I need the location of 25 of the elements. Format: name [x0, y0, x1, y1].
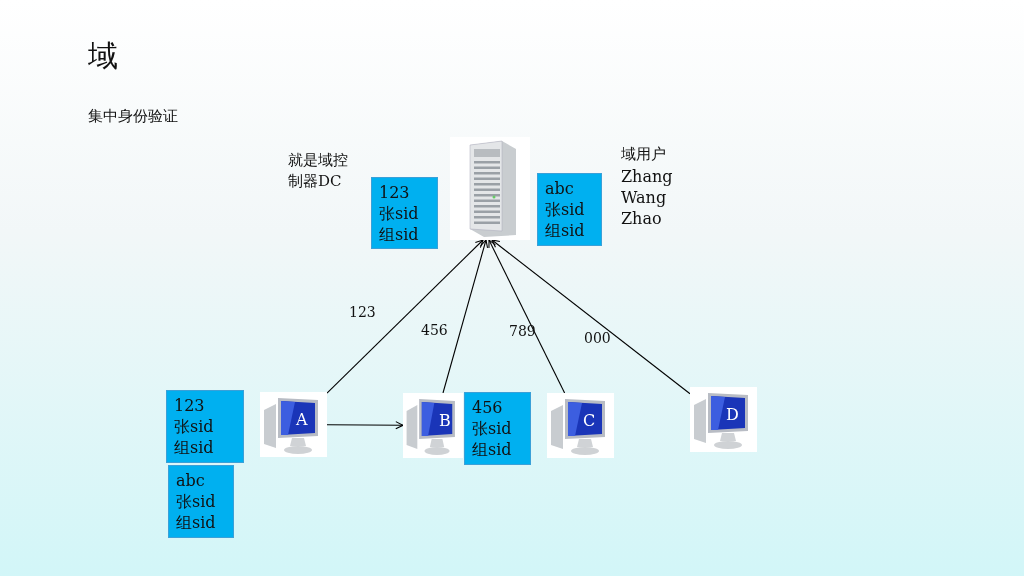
- arrow: [326, 239, 484, 394]
- sid-box: 456 张sid 组sid: [464, 392, 531, 465]
- edge-label: 000: [584, 330, 611, 346]
- label-text: 集中身份验证: [88, 106, 178, 127]
- label-text: Wang: [621, 187, 667, 208]
- label-text: 域用户: [621, 144, 666, 165]
- sid-box: 123 张sid 组sid: [166, 390, 244, 463]
- edge-label: 456: [421, 322, 448, 338]
- label-text: Zhang: [621, 166, 673, 187]
- sid-box: abc 张sid 组sid: [537, 173, 602, 246]
- label-text: Zhao: [621, 208, 662, 229]
- title: 域: [88, 38, 118, 74]
- label-text: 就是域控制器DC: [288, 150, 349, 192]
- sid-box: abc 张sid 组sid: [168, 465, 234, 538]
- edge-label: 123: [349, 304, 376, 320]
- arrow: [488, 239, 566, 394]
- sid-box: 123 张sid 组sid: [371, 177, 438, 249]
- computer-letter: B: [439, 411, 451, 430]
- arrow: [326, 421, 404, 430]
- computer-letter: D: [726, 405, 739, 424]
- edge-label: 789: [509, 323, 536, 339]
- computer-letter: A: [296, 410, 308, 429]
- computer-letter: C: [583, 411, 596, 430]
- arrow: [442, 239, 489, 394]
- arrow: [491, 239, 691, 395]
